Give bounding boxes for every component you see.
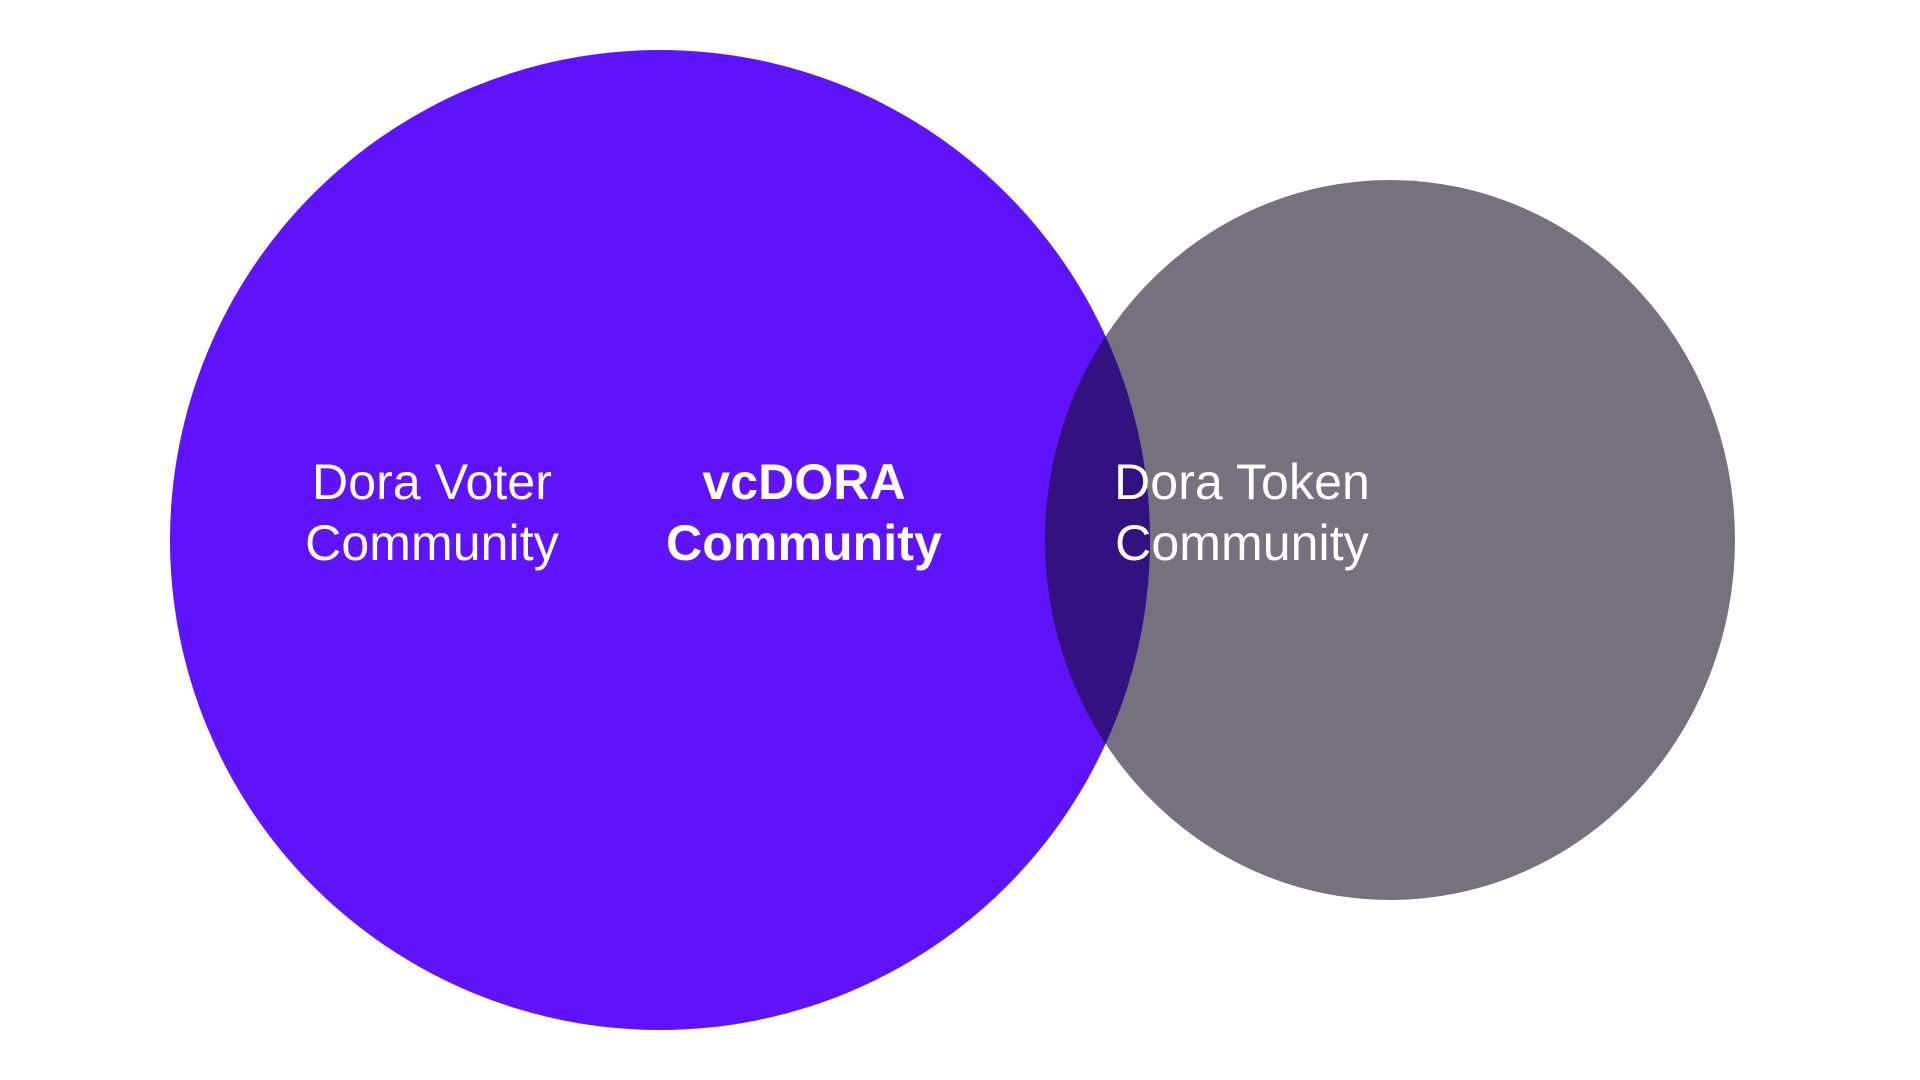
right-set-ellipse xyxy=(1045,180,1735,900)
left-set-circle xyxy=(170,50,1150,1030)
